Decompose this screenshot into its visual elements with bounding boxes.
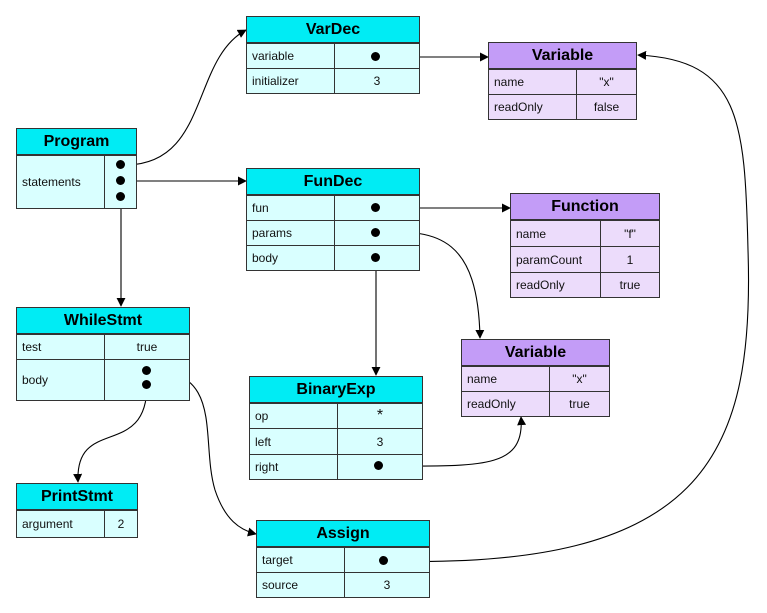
binaryexp-title: BinaryExp — [250, 377, 422, 403]
whilestmt-field-body: body — [17, 359, 189, 400]
binaryexp-node: BinaryExp op * left 3 right — [249, 376, 423, 480]
vardec-title: VarDec — [247, 17, 419, 43]
assign-field-target: target — [257, 547, 429, 572]
assign-title: Assign — [257, 521, 429, 547]
function-node: Function name "f" paramCount 1 readOnly … — [510, 193, 660, 298]
field-key: initializer — [247, 69, 335, 93]
field-value: 3 — [376, 434, 384, 449]
printstmt-field-argument: argument 2 — [17, 510, 137, 537]
field-key: readOnly — [511, 273, 601, 297]
reference-dot — [142, 366, 151, 375]
assign-field-source: source 3 — [257, 572, 429, 597]
field-key: paramCount — [511, 247, 601, 272]
reference-dot — [371, 52, 380, 61]
variable-x-readonly-false-node: Variable name "x" readOnly false — [488, 42, 637, 120]
variable-field-name: name "x" — [462, 366, 609, 391]
field-key: fun — [247, 196, 335, 220]
field-key: name — [462, 367, 550, 391]
program-field-statements: statements — [17, 155, 136, 208]
binaryexp-field-op: op * — [250, 403, 422, 428]
edge-assign-to-variable — [383, 50, 750, 563]
edge-whilestmt-to-printstmt — [73, 384, 148, 483]
printstmt-node: PrintStmt argument 2 — [16, 483, 138, 538]
field-key: right — [250, 455, 338, 479]
binaryexp-field-right: right — [250, 454, 422, 479]
field-key: name — [511, 221, 601, 246]
field-key: op — [250, 404, 338, 428]
fundec-field-body: body — [247, 245, 419, 270]
field-value: false — [593, 100, 620, 114]
reference-dot — [116, 192, 125, 201]
field-value: true — [619, 278, 641, 292]
variable-field-name: name "x" — [489, 69, 636, 94]
field-key: test — [17, 335, 105, 359]
fundec-field-params: params — [247, 220, 419, 245]
vardec-field-initializer: initializer 3 — [247, 68, 419, 93]
reference-dot — [371, 253, 380, 262]
variable-field-readonly: readOnly false — [489, 94, 636, 119]
field-value: 3 — [383, 578, 391, 592]
field-key: body — [247, 246, 335, 270]
field-value: "f" — [624, 226, 636, 241]
field-key: readOnly — [462, 392, 550, 416]
printstmt-title: PrintStmt — [17, 484, 137, 510]
whilestmt-node: WhileStmt test true body — [16, 307, 190, 401]
fundec-field-fun: fun — [247, 195, 419, 220]
binaryexp-field-left: left 3 — [250, 428, 422, 454]
reference-dot — [374, 461, 383, 470]
reference-dot — [379, 556, 388, 565]
whilestmt-field-test: test true — [17, 334, 189, 359]
vardec-node: VarDec variable initializer 3 — [246, 16, 420, 94]
field-key: statements — [17, 156, 105, 208]
variable-title: Variable — [489, 43, 636, 69]
field-key: readOnly — [489, 95, 577, 119]
field-key: argument — [17, 511, 105, 537]
function-field-name: name "f" — [511, 220, 659, 246]
reference-dot — [371, 228, 380, 237]
field-key: params — [247, 221, 335, 245]
variable-title: Variable — [462, 340, 609, 366]
reference-dot — [116, 160, 125, 169]
function-field-readonly: readOnly true — [511, 272, 659, 297]
field-value: 1 — [626, 252, 634, 267]
field-value: "x" — [599, 75, 614, 89]
function-field-paramcount: paramCount 1 — [511, 246, 659, 272]
field-value: 3 — [373, 74, 381, 88]
function-title: Function — [511, 194, 659, 220]
field-key: body — [17, 360, 105, 400]
field-key: variable — [247, 44, 335, 68]
reference-dot — [142, 380, 151, 389]
field-value: true — [569, 397, 590, 411]
field-value: true — [136, 340, 158, 354]
whilestmt-title: WhileStmt — [17, 308, 189, 334]
fundec-title: FunDec — [247, 169, 419, 195]
reference-dot — [371, 203, 380, 212]
reference-dot — [116, 176, 125, 185]
variable-x-param-node: Variable name "x" readOnly true — [461, 339, 610, 417]
field-value: 2 — [117, 517, 125, 531]
program-title: Program — [17, 129, 136, 155]
assign-node: Assign target source 3 — [256, 520, 430, 598]
field-key: target — [257, 548, 345, 572]
fundec-node: FunDec fun params body — [246, 168, 420, 271]
variable-field-readonly: readOnly true — [462, 391, 609, 416]
field-key: name — [489, 70, 577, 94]
field-key: source — [257, 573, 345, 597]
vardec-field-variable: variable — [247, 43, 419, 68]
field-value: * — [376, 407, 384, 424]
field-key: left — [250, 429, 338, 454]
field-value: "x" — [572, 372, 587, 386]
edge-program-to-vardec — [120, 29, 247, 166]
